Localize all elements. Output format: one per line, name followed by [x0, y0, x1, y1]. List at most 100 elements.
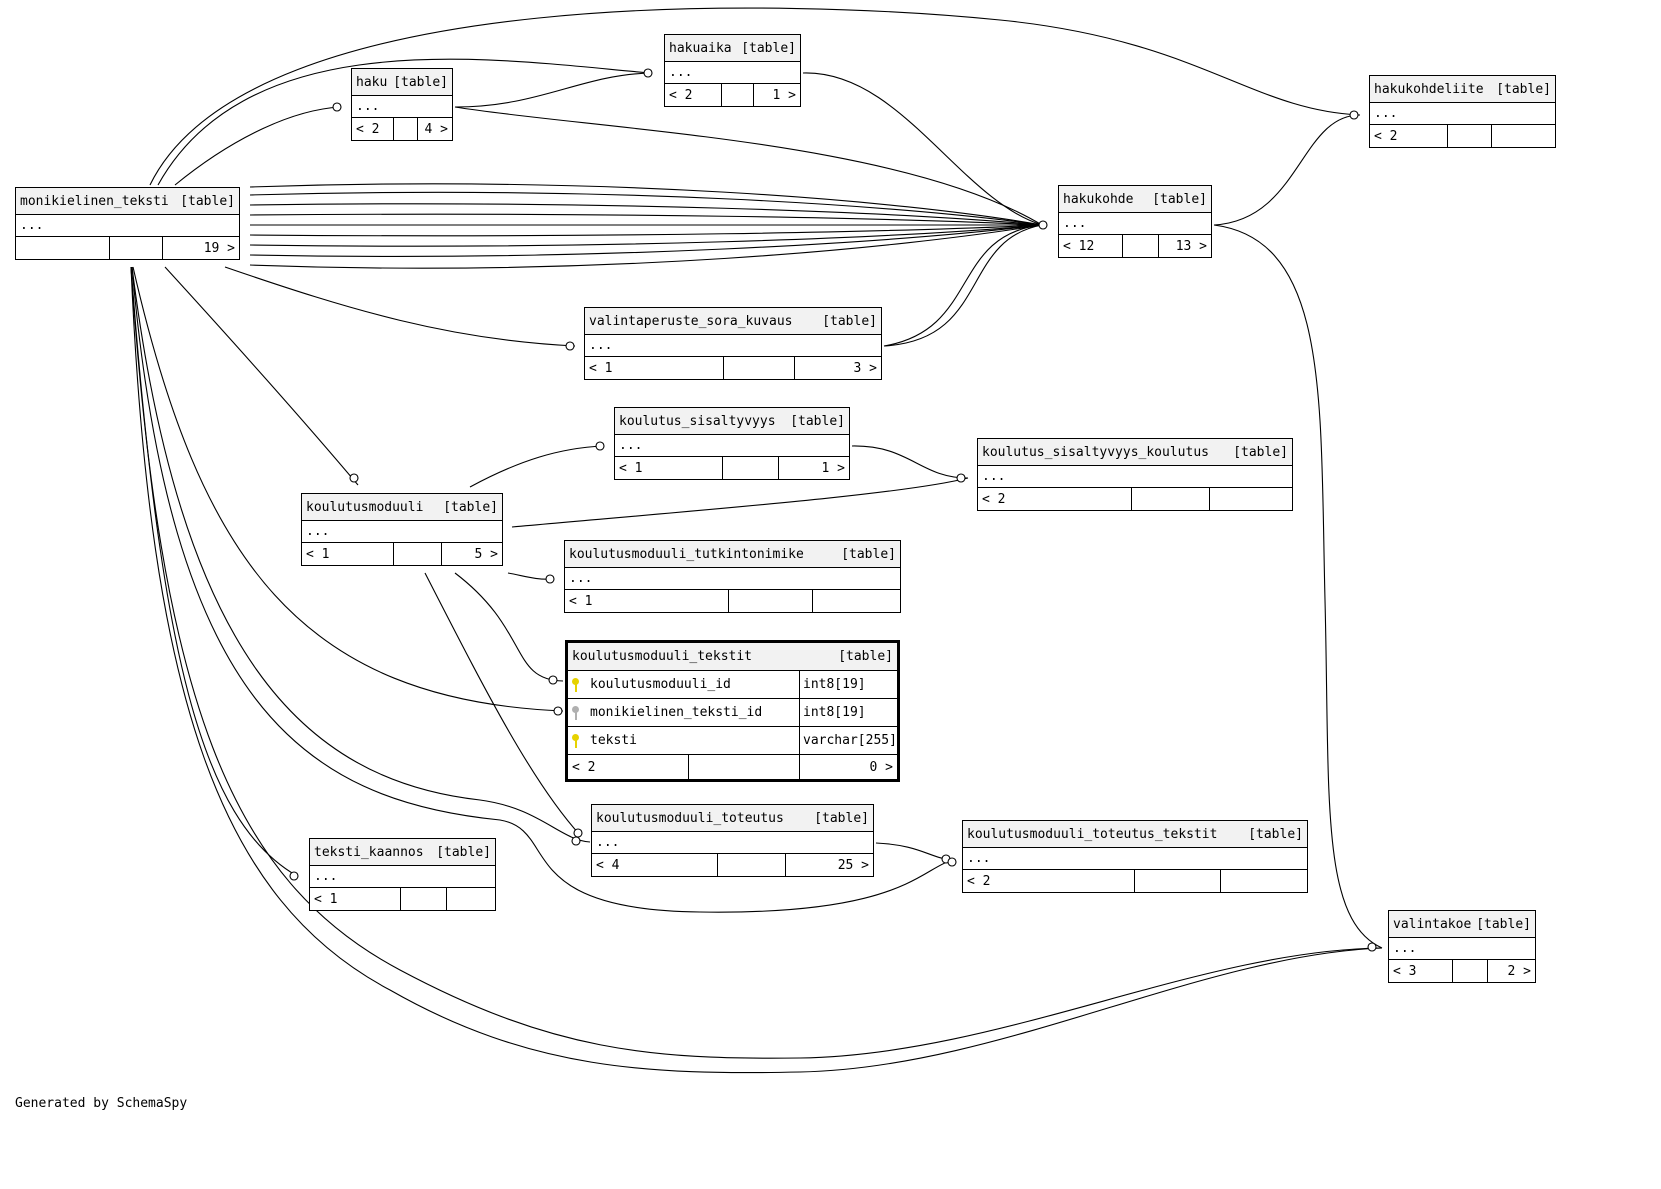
relationship-line: [454, 106, 1043, 226]
children-count[interactable]: [1492, 125, 1555, 147]
table-name: monikielinen_teksti: [20, 193, 169, 209]
table-hakukohdeliite[interactable]: hakukohdeliite[table] ... < 2: [1369, 75, 1556, 148]
columns-ellipsis: ...: [589, 338, 613, 353]
relationship-line: [875, 842, 953, 861]
parents-count[interactable]: < 2: [352, 118, 394, 140]
table-name: haku: [356, 74, 388, 90]
parents-count[interactable]: < 1: [302, 543, 394, 565]
table-koulutusmoduuli-tekstit[interactable]: koulutusmoduuli_tekstit[table] koulutusm…: [565, 640, 900, 782]
parents-count[interactable]: < 2: [1370, 125, 1448, 147]
children-count[interactable]: 25 >: [837, 857, 869, 873]
children-count[interactable]: 2 >: [1507, 963, 1531, 979]
parents-count[interactable]: [16, 237, 110, 259]
relationship-line: [424, 572, 581, 836]
table-name: hakuaika: [669, 40, 732, 56]
parents-count[interactable]: < 4: [592, 854, 719, 876]
relationship-end-marker: [571, 836, 581, 846]
relationship-line: [130, 266, 1383, 1074]
relationship-line: [224, 266, 576, 347]
columns-ellipsis: ...: [306, 524, 330, 539]
table-teksti-kaannos[interactable]: teksti_kaannos[table] ... < 1: [309, 838, 496, 911]
row-count-cell: [401, 888, 447, 910]
row-count-cell: [729, 590, 813, 612]
relationship-end-marker: [956, 473, 966, 483]
table-type-tag: [table]: [1152, 191, 1207, 207]
table-type-tag: [table]: [1233, 444, 1288, 460]
children-count[interactable]: [813, 590, 900, 612]
table-type-tag: [table]: [822, 313, 877, 329]
table-name: koulutus_sisaltyvyys: [619, 413, 776, 429]
children-count[interactable]: 19 >: [203, 240, 235, 256]
table-valintaperuste-sora-kuvaus[interactable]: valintaperuste_sora_kuvaus[table] ... < …: [584, 307, 882, 380]
row-count-cell: [723, 457, 779, 479]
column-name: koulutusmoduuli_id: [590, 677, 731, 692]
table-type-tag: [table]: [838, 649, 893, 664]
relationship-end-marker: [1349, 110, 1359, 120]
table-name: hakukohdeliite: [1374, 81, 1484, 97]
relationship-line: [174, 106, 341, 186]
children-count[interactable]: 0 >: [869, 759, 893, 775]
relationship-line: [454, 572, 564, 682]
parents-count[interactable]: < 1: [310, 888, 401, 910]
column-row[interactable]: teksti varchar[255]: [568, 727, 897, 755]
children-count[interactable]: [1210, 488, 1292, 510]
parents-count[interactable]: < 1: [585, 357, 725, 379]
children-count[interactable]: [1221, 870, 1307, 892]
children-count[interactable]: 5 >: [474, 546, 498, 562]
table-type-tag: [table]: [841, 546, 896, 562]
children-count[interactable]: [447, 888, 495, 910]
parents-count[interactable]: < 1: [615, 457, 723, 479]
column-row[interactable]: monikielinen_teksti_id int8[19]: [568, 699, 897, 727]
children-count[interactable]: 13 >: [1175, 238, 1207, 254]
parents-count[interactable]: < 2: [978, 488, 1132, 510]
table-monikielinen-teksti[interactable]: monikielinen_teksti[table] ... 19 >: [15, 187, 240, 260]
row-count-cell: [689, 755, 800, 779]
children-count[interactable]: 4 >: [424, 121, 448, 137]
table-name: teksti_kaannos: [314, 844, 424, 860]
column-row[interactable]: koulutusmoduuli_id int8[19]: [568, 671, 897, 699]
foreign-key-icon: [572, 705, 580, 720]
children-count[interactable]: 1 >: [772, 87, 796, 103]
relationship-line: [851, 445, 969, 479]
table-koulutusmoduuli-tutkintonimike[interactable]: koulutusmoduuli_tutkintonimike[table] ..…: [564, 540, 901, 613]
relationship-end-marker: [573, 828, 583, 838]
table-type-tag: [table]: [790, 413, 845, 429]
relationship-line: [469, 445, 604, 488]
relationship-end-marker: [548, 675, 558, 685]
relationship-line: [883, 224, 1043, 347]
table-koulutus-sisaltyvyys-koulutus[interactable]: koulutus_sisaltyvyys_koulutus[table] ...…: [977, 438, 1293, 511]
columns-ellipsis: ...: [1374, 106, 1398, 121]
relationship-end-marker: [947, 857, 957, 867]
parents-count[interactable]: < 2: [665, 84, 722, 106]
parents-count[interactable]: < 3: [1389, 960, 1454, 982]
relationship-end-marker: [349, 473, 359, 483]
relationship-end-marker: [1367, 942, 1377, 952]
columns-ellipsis: ...: [20, 218, 44, 233]
relationship-end-marker: [1038, 220, 1048, 230]
row-count-cell: [724, 357, 796, 379]
parents-count[interactable]: < 2: [963, 870, 1135, 892]
table-name: hakukohde: [1063, 191, 1134, 207]
relationship-end-marker: [643, 68, 653, 78]
parents-count[interactable]: < 1: [565, 590, 730, 612]
children-count[interactable]: 1 >: [821, 460, 845, 476]
relationship-line: [131, 266, 591, 843]
relationship-end-marker: [289, 871, 299, 881]
columns-ellipsis: ...: [967, 851, 991, 866]
relationship-end-marker: [332, 102, 342, 112]
parents-count[interactable]: < 12: [1059, 235, 1123, 257]
primary-key-icon: [572, 733, 580, 748]
children-count[interactable]: 3 >: [853, 360, 877, 376]
relationship-end-marker: [595, 441, 605, 451]
table-koulutusmoduuli-toteutus-tekstit[interactable]: koulutusmoduuli_toteutus_tekstit[table] …: [962, 820, 1308, 893]
parents-count[interactable]: < 2: [568, 755, 689, 779]
columns-ellipsis: ...: [314, 869, 338, 884]
